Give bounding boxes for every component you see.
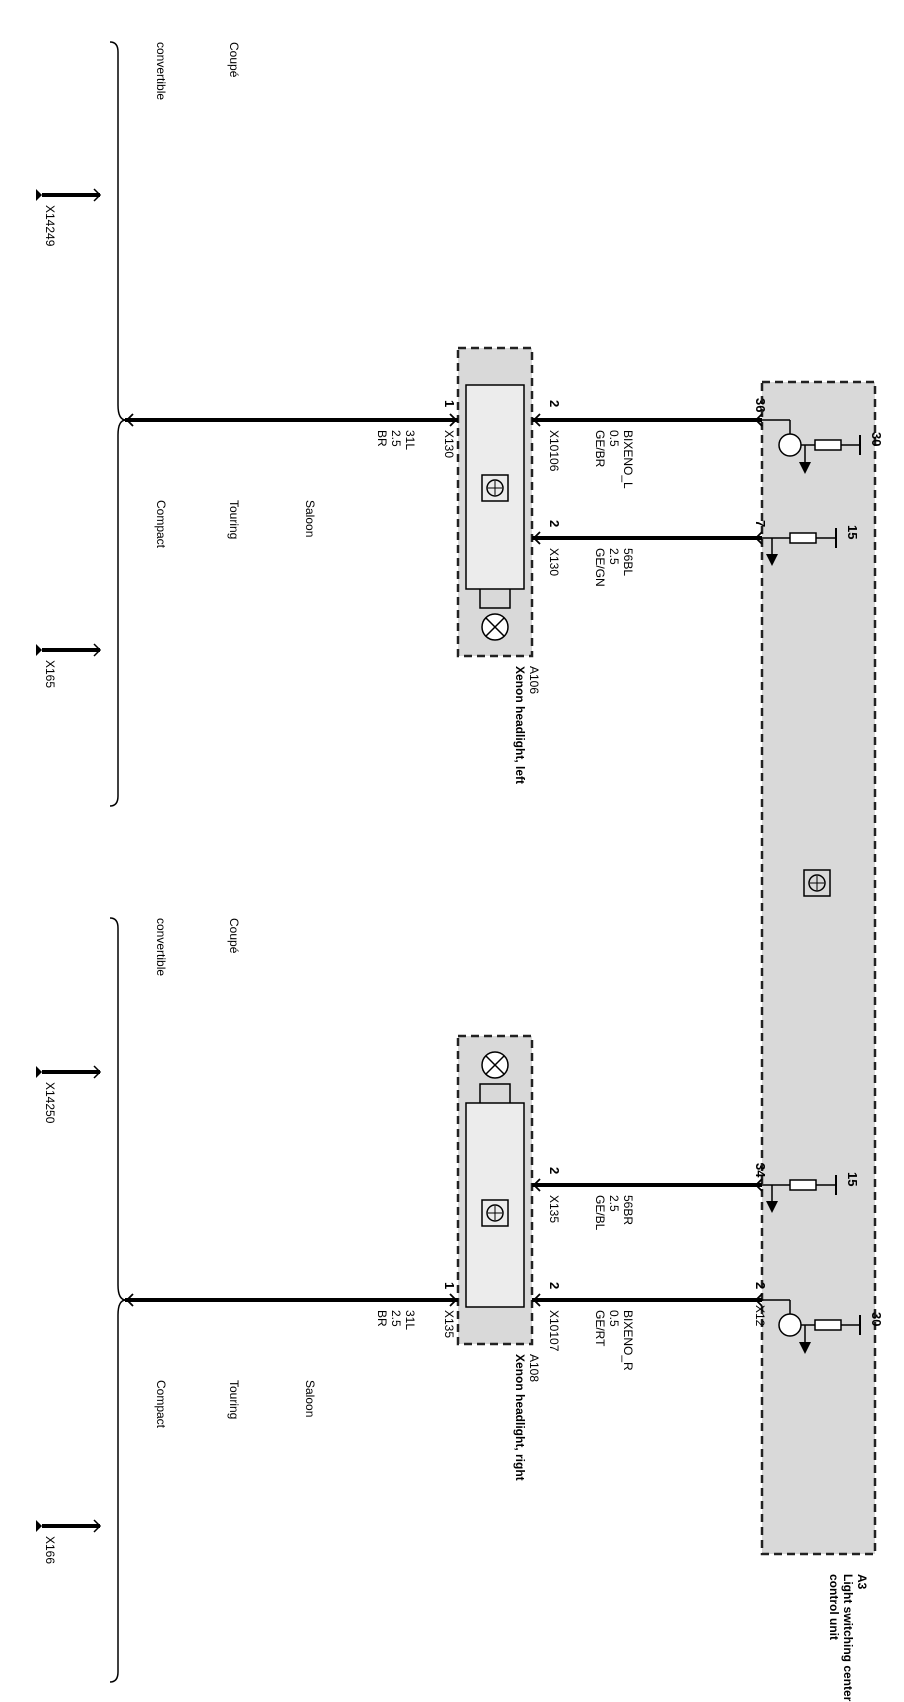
variant-convertible-right: convertible <box>154 918 168 976</box>
electronic-module-icon <box>481 1199 509 1227</box>
lamp-bulb-icon <box>479 589 511 641</box>
wire-bixeno-l-color: GE/BR <box>593 430 607 468</box>
variant-saloon-left: Saloon <box>303 500 317 537</box>
wire-56bl-color: GE/GN <box>593 548 607 587</box>
ground-point-x14250: X14250 <box>43 1082 57 1124</box>
transistor-driver-bixeno-l-icon <box>762 419 861 474</box>
hl-right-conn-56: X135 <box>547 1195 561 1223</box>
lamp-bulb-icon <box>479 1051 511 1103</box>
variant-convertible-left: convertible <box>154 42 168 100</box>
terminal-15-left: 15 <box>845 525 860 539</box>
input-resistor-15-left-icon <box>762 528 837 566</box>
wire-bixeno-r-color: GE/RT <box>593 1310 607 1347</box>
variant-touring-left: Touring <box>227 500 241 539</box>
ground-point-x14249: X14249 <box>43 205 57 247</box>
wire-ground-left-size: 2.5 <box>389 430 403 447</box>
control-unit-name-line1: Light switching center <box>841 1574 855 1702</box>
hl-right-conn-ground: X135 <box>442 1310 456 1338</box>
headlight-a106 <box>456 346 534 658</box>
wire-ground-right-color: BR <box>375 1310 389 1327</box>
pin-7: 7 <box>753 520 768 527</box>
ground-point-chevrons <box>93 188 102 1533</box>
bracket-right <box>109 917 127 1683</box>
hl-left-conn-ground: X130 <box>442 430 456 458</box>
headlight-a108 <box>456 1034 534 1346</box>
transistor-driver-bixeno-r-icon <box>762 1299 861 1354</box>
wire-56br-size: 2.5 <box>607 1195 621 1212</box>
hl-right-pin-ground: 1 <box>442 1282 457 1289</box>
wire-bixeno-r-name: BIXENO_R <box>621 1310 635 1371</box>
pin-34: 34 <box>753 1163 768 1178</box>
variant-compact-left: Compact <box>154 500 168 549</box>
hl-right-pin-bixeno: 2 <box>547 1282 562 1289</box>
wire-56br-name: 56BR <box>621 1195 635 1225</box>
ground-point-x166: X166 <box>43 1536 57 1564</box>
hl-left-conn-56: X130 <box>547 548 561 576</box>
wire-56br-color: GE/BL <box>593 1195 607 1231</box>
electronic-module-icon <box>481 474 509 502</box>
wires <box>125 418 762 1302</box>
terminal-15-right: 15 <box>845 1172 860 1186</box>
electronic-module-icon <box>803 869 831 897</box>
hl-left-conn-bixeno: X10106 <box>547 430 561 472</box>
wire-bixeno-l-size: 0.5 <box>607 430 621 447</box>
wire-ground-right-size: 2.5 <box>389 1310 403 1327</box>
hl-left-pin-ground: 1 <box>442 400 457 407</box>
ground-point-heads <box>36 189 42 1532</box>
hl-right-conn-bixeno: X10107 <box>547 1310 561 1352</box>
variant-coupe-right: Coupé <box>227 918 241 954</box>
control-unit-a3 <box>760 380 877 1556</box>
connector-chevrons <box>125 413 763 1307</box>
wire-ground-left-color: BR <box>375 430 389 447</box>
control-unit-id: A3 <box>855 1574 869 1590</box>
hl-left-pin-bixeno: 2 <box>547 400 562 407</box>
ground-point-x165: X165 <box>43 660 57 688</box>
pin-2-control-unit: 2 <box>753 1282 768 1289</box>
pin-36: 36 <box>753 398 768 412</box>
variant-touring-right: Touring <box>227 1380 241 1419</box>
hl-right-pin-56: 2 <box>547 1167 562 1174</box>
control-unit-box <box>760 380 877 1556</box>
ground-point-bars <box>42 193 100 1528</box>
control-unit-name-line2: control unit <box>827 1574 841 1640</box>
bracket-left <box>109 41 127 807</box>
hl-left-pin-56: 2 <box>547 520 562 527</box>
wire-bixeno-l-name: BIXENO_L <box>621 430 635 489</box>
hl-left-name: Xenon headlight, left <box>513 666 527 784</box>
wire-ground-left-name: 31L <box>403 430 417 450</box>
variant-brackets <box>109 41 127 1683</box>
terminal-30-right: 30 <box>869 1312 884 1326</box>
wire-56bl-size: 2.5 <box>607 548 621 565</box>
terminal-30-left: 30 <box>869 432 884 446</box>
variant-saloon-right: Saloon <box>303 1380 317 1417</box>
variant-coupe-left: Coupé <box>227 42 241 78</box>
wire-ground-right-name: 31L <box>403 1310 417 1330</box>
hl-left-id: A106 <box>527 666 541 694</box>
hl-right-name: Xenon headlight, right <box>513 1354 527 1481</box>
variant-compact-right: Compact <box>154 1380 168 1429</box>
wire-bixeno-r-size: 0.5 <box>607 1310 621 1327</box>
wire-56bl-name: 56BL <box>621 548 635 576</box>
input-resistor-15-right-icon <box>762 1175 837 1213</box>
control-unit-connector: X12 <box>753 1305 767 1327</box>
hl-right-id: A108 <box>527 1354 541 1382</box>
